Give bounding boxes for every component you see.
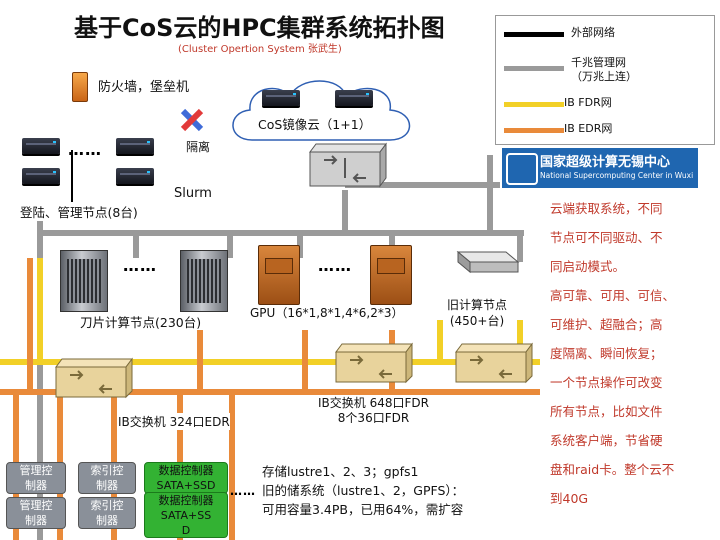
description-line: 节点可不同驱动、不 (550, 230, 663, 245)
logo-text-cn: 国家超级计算无锡中心 (540, 155, 671, 170)
slurm-label: Slurm (174, 186, 212, 201)
ib-fdr-switch-label: IB交换机 648口FDR 8个36口FDR (318, 396, 429, 426)
legend-swatch (504, 102, 564, 107)
isolation-label: 隔离 (186, 140, 211, 154)
ib-fdr-switch-icon-2 (455, 342, 533, 384)
ib-fdr-switch-icon (335, 342, 413, 384)
description-line: 到40G (550, 491, 589, 506)
logo-emblem-icon (506, 153, 538, 185)
management-controller-2: 管理控 制器 (6, 497, 66, 529)
description-line: 一个节点操作可改变 (550, 375, 663, 390)
legend-label: 千兆管理网 （万兆上连） (571, 56, 637, 83)
gpu-nodes-label: GPU（16*1,8*1,4*6,2*3） (250, 306, 404, 320)
legend-swatch (504, 32, 564, 37)
cloud-server-2 (335, 90, 373, 106)
blade-chassis (60, 250, 108, 312)
data-controller-1: 数据控制器 SATA+SSD (144, 462, 228, 494)
index-controller-1: 索引控 制器 (78, 462, 136, 494)
ellipsis: …… (230, 484, 256, 498)
blade-nodes-label: 刀片计算节点(230台) (80, 315, 202, 330)
page-subtitle: (Cluster Opertion System 张武生) (178, 44, 342, 55)
legend-label: 外部网络 (571, 26, 615, 39)
login-server (22, 168, 60, 184)
gpu-server (370, 245, 412, 305)
gpu-server (258, 245, 300, 305)
login-server (22, 138, 60, 154)
old-compute-node-icon (456, 250, 520, 274)
ib-edr-switch-icon (55, 357, 133, 399)
description-line: 所有节点，比如文件 (550, 404, 663, 419)
description-line: 同启动模式。 (550, 259, 626, 274)
description-line: 云端获取系统，不同 (550, 201, 663, 216)
cloud-server-1 (262, 90, 300, 106)
description-line: 度隔离、瞬间恢复； (550, 346, 663, 361)
ib-edr-switch-label: IB交换机 324口EDR (118, 413, 230, 430)
description-line: 高可靠、可用、可信、 (550, 288, 676, 303)
legend-label: IB FDR网 (564, 96, 612, 109)
management-controller-1: 管理控 制器 (6, 462, 66, 494)
logo-text-en: National Supercomputing Center in Wuxi (540, 171, 694, 180)
ellipsis: …… (123, 256, 157, 275)
storage-description: 存储lustre1、2、3；gpfs1 旧的储系统（lustre1、2，GPFS… (262, 464, 465, 517)
login-node-group: …… (16, 130, 172, 214)
login-nodes-label: 登陆、管理节点(8台) (20, 202, 138, 221)
index-controller-2: 索引控 制器 (78, 497, 136, 529)
slurm-switch-icon (309, 142, 387, 188)
login-server (116, 138, 154, 154)
firewall-label: 防火墙，堡垒机 (98, 80, 190, 95)
isolation-x-icon (180, 108, 204, 132)
description-line: 可维护、超融合；高 (550, 317, 663, 332)
firewall-icon (72, 72, 88, 102)
legend-swatch (504, 128, 564, 133)
cloud-label: CoS镜像云（1+1） (258, 117, 372, 132)
ellipsis: …… (318, 256, 352, 275)
nsc-wuxi-logo: 国家超级计算无锡中心 National Supercomputing Cente… (502, 148, 698, 188)
blade-chassis (180, 250, 228, 312)
description-line: 盘和raid卡。整个云不 (550, 462, 675, 477)
legend-swatch (504, 66, 564, 71)
page-title: 基于CoS云的HPC集群系统拓扑图 (74, 14, 445, 42)
login-server (116, 168, 154, 184)
legend-label: IB EDR网 (564, 122, 613, 135)
data-controller-2: 数据控制器 SATA+SS D (144, 492, 228, 538)
old-nodes-label: 旧计算节点 (450+台) (447, 298, 508, 328)
legend: 外部网络 千兆管理网 （万兆上连） IB FDR网 IB EDR网 (495, 15, 715, 145)
description-line: 系统客户端，节省硬 (550, 433, 663, 448)
ellipsis: …… (68, 140, 102, 159)
